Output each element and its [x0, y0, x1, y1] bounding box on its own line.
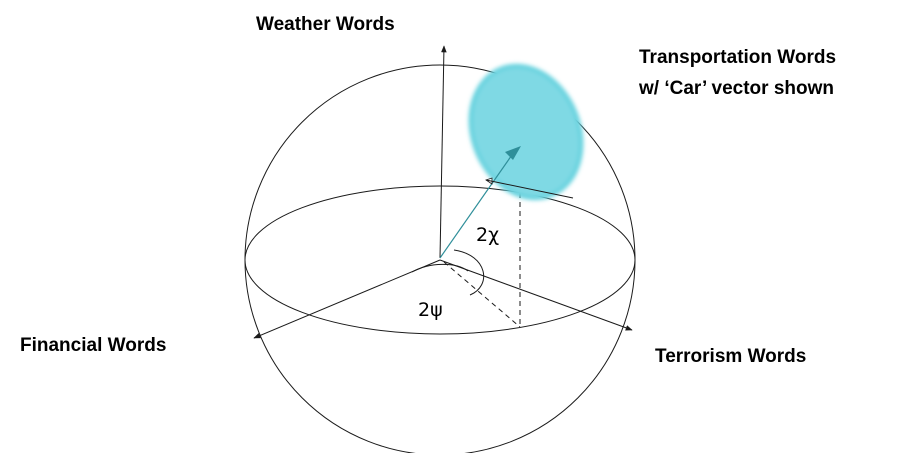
chi-angle-label: 2χ: [476, 224, 499, 246]
terrorism-label: Terrorism Words: [655, 346, 806, 367]
projection-dash-plane: [443, 261, 521, 328]
transportation-label-line1: Transportation Words: [639, 47, 836, 68]
psi-angle-arc: [411, 263, 469, 273]
transportation-label-line2: w/ ‘Car’ vector shown: [638, 78, 834, 99]
financial-label: Financial Words: [20, 335, 166, 356]
transportation-cluster-blob: [468, 63, 584, 201]
weather-label: Weather Words: [256, 14, 395, 35]
projection-tip-line: [485, 179, 574, 199]
terrorism-axis: [439, 259, 633, 331]
psi-angle-label: 2ψ: [418, 299, 443, 321]
equator-ellipse: [244, 185, 636, 335]
financial-axis: [253, 259, 441, 339]
car-vector: [439, 151, 515, 259]
weather-axis: [439, 45, 447, 259]
chi-angle-arc: [453, 249, 485, 296]
car-vector-arrowhead: [505, 146, 521, 160]
